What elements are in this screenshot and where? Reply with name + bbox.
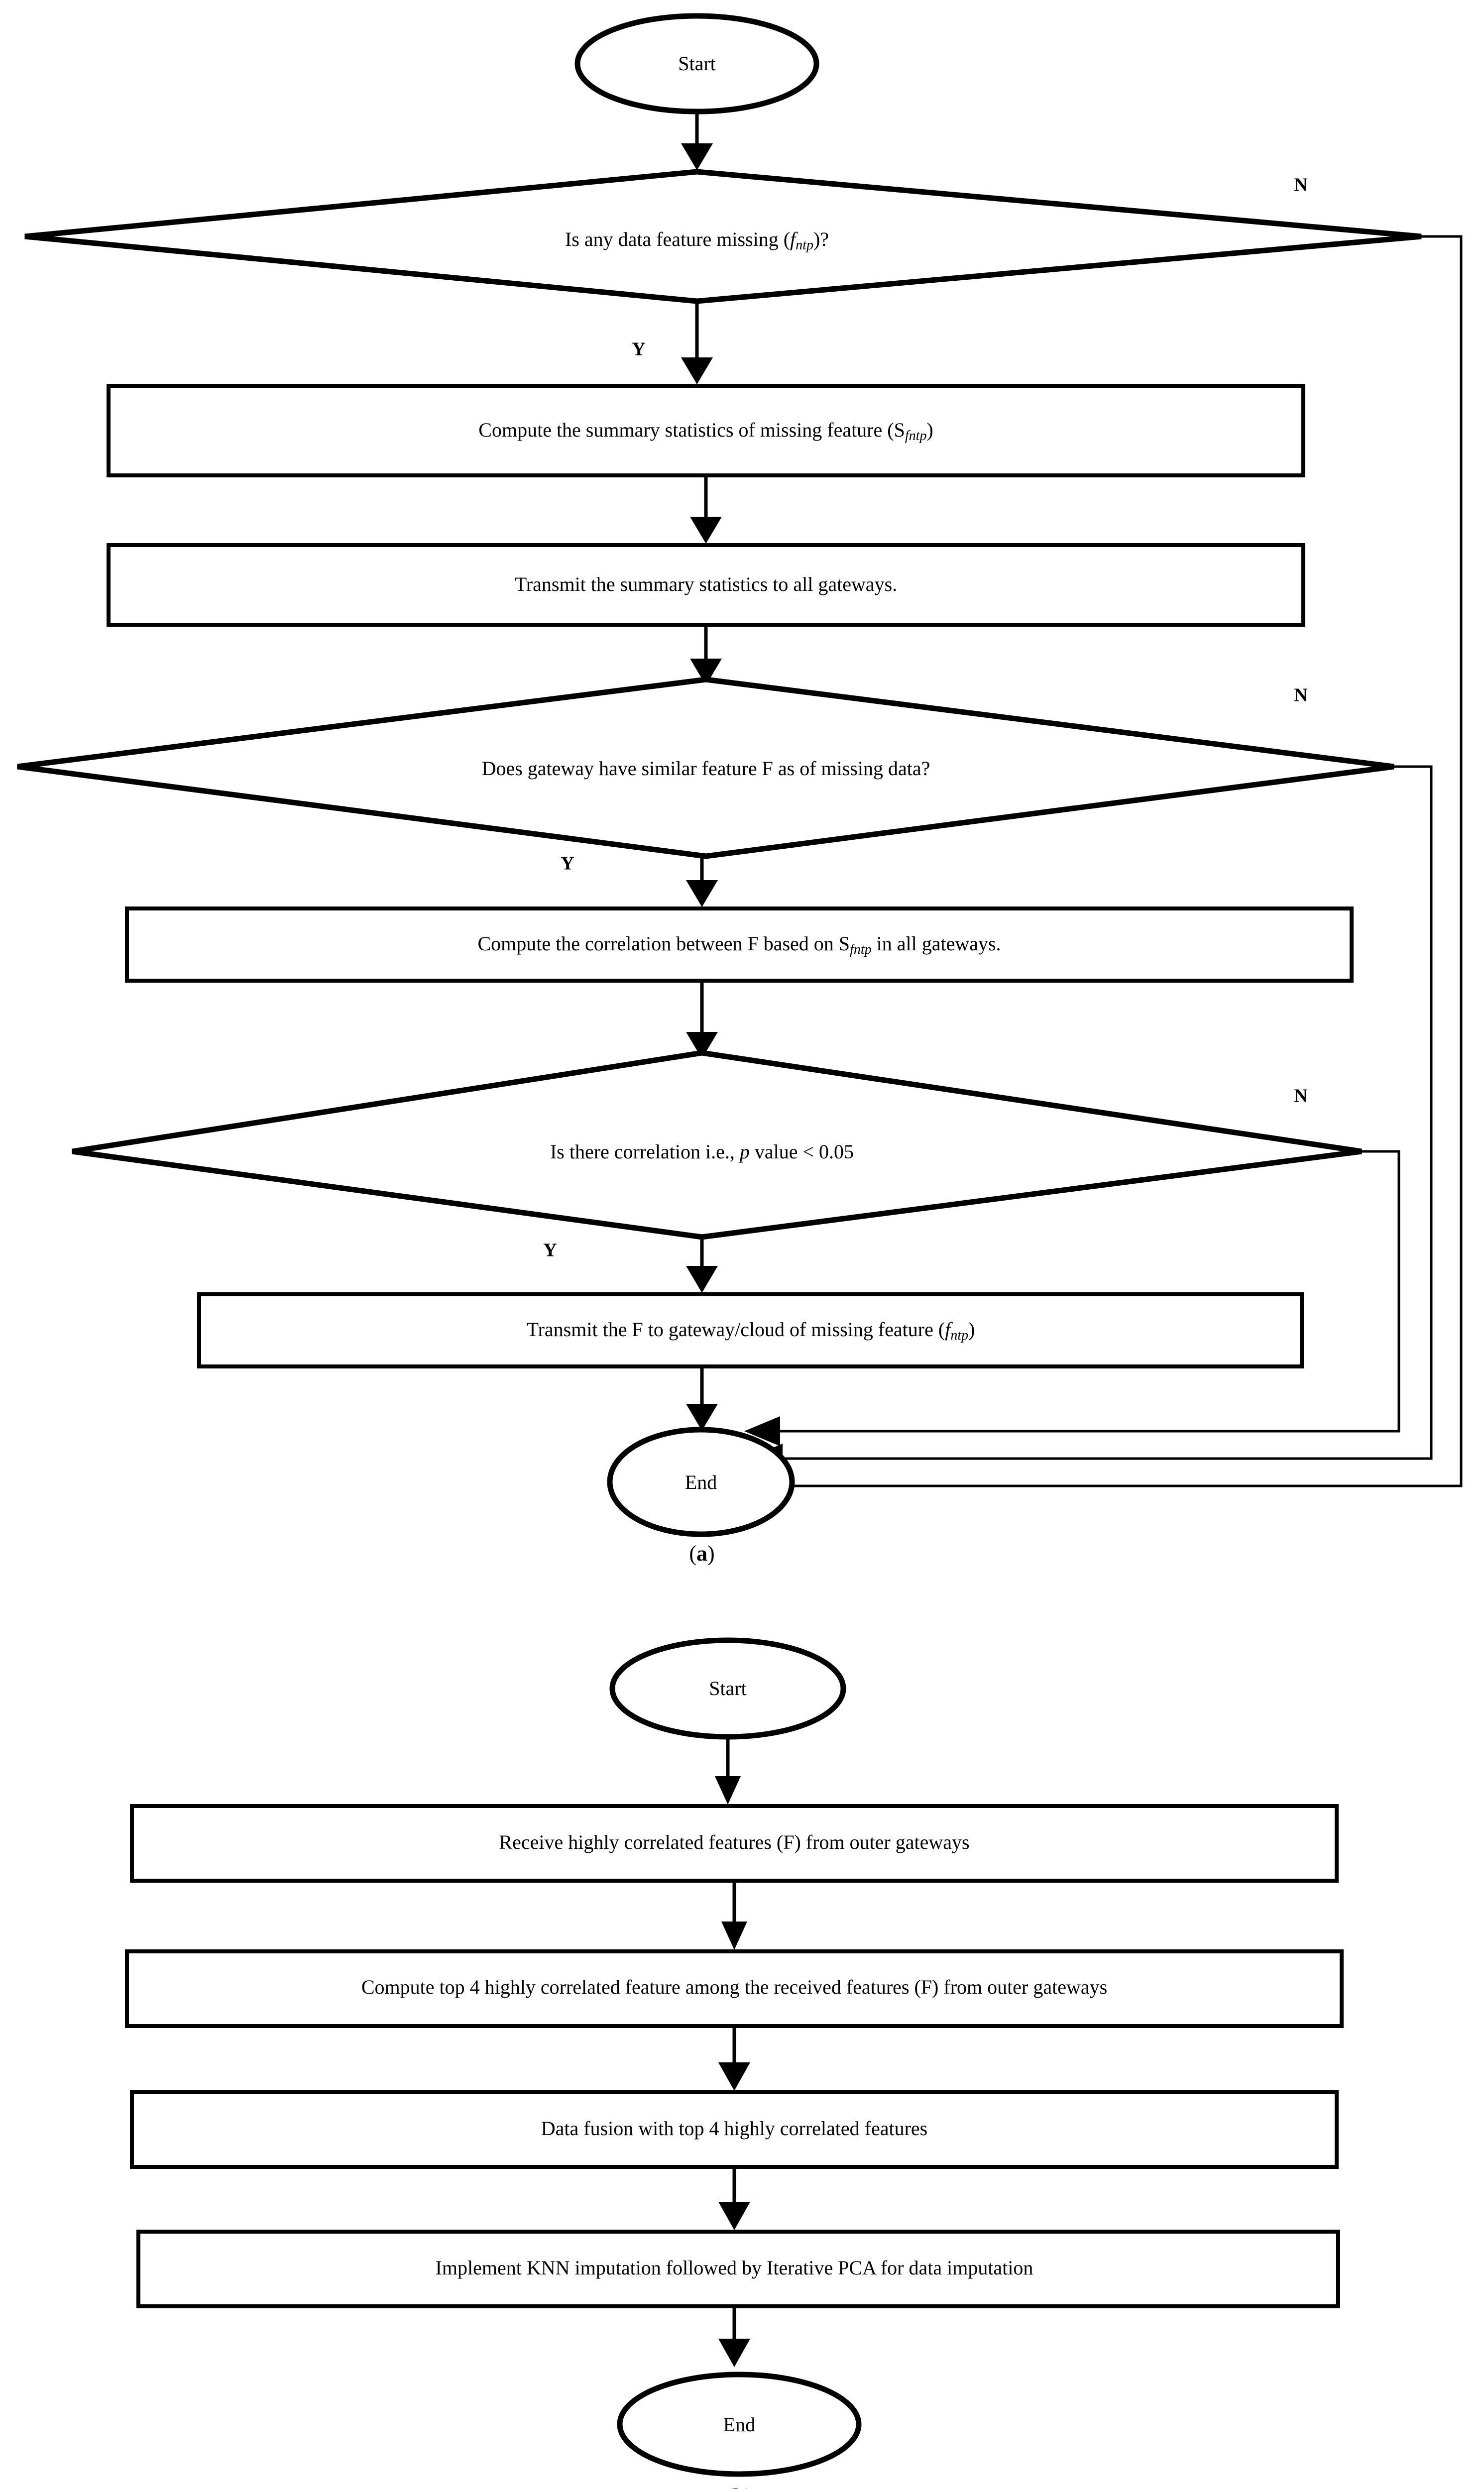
process-box-a4-label: Transmit the F to gateway/cloud of missi… bbox=[527, 1318, 975, 1343]
connector-decision1-no bbox=[782, 235, 1463, 1487]
panel-a-prefix: ( bbox=[689, 1541, 696, 1566]
arrowhead-end-b bbox=[718, 2339, 750, 2367]
arrowhead-end-a bbox=[686, 1404, 718, 1431]
branch-label-decision1-no: N bbox=[1294, 175, 1307, 196]
start-oval-b-label: Start bbox=[709, 1677, 747, 1699]
arrowhead-b1 bbox=[715, 1776, 741, 1805]
branch-label-decision3-no: N bbox=[1294, 1086, 1307, 1107]
arrowhead-decision2-yes bbox=[686, 880, 718, 907]
process-a3-text-after: in all gateways. bbox=[872, 932, 1001, 955]
process-a1-text-before: Compute the summary statistics of missin… bbox=[478, 419, 905, 441]
arrowhead-decision3-yes bbox=[686, 1266, 718, 1293]
process-a1-subscript: fntp bbox=[905, 428, 927, 444]
process-a4-text-before: Transmit the F to gateway/cloud of missi… bbox=[527, 1318, 945, 1341]
process-box-a2-label: Transmit the summary statistics to all g… bbox=[515, 573, 897, 595]
arrowhead-a2 bbox=[690, 517, 722, 544]
process-box-b1-label: Receive highly correlated features (F) f… bbox=[499, 1831, 969, 1853]
branch-label-decision2-yes: Y bbox=[561, 853, 574, 874]
process-box-a3-label: Compute the correlation between F based … bbox=[477, 932, 1001, 957]
arrowhead-decision2 bbox=[690, 659, 722, 685]
process-a1-text-after: ) bbox=[926, 419, 933, 441]
decision3-text-before: Is there correlation i.e., bbox=[550, 1140, 740, 1163]
panel-label-a: (a) bbox=[689, 1541, 714, 1566]
end-oval-b-label: End bbox=[723, 2413, 755, 2436]
process-box-b3 bbox=[130, 2090, 1339, 2169]
decision-diamond-1-label: Is any data feature missing (fntp)? bbox=[565, 228, 829, 253]
process-box-b4-label: Implement KNN imputation followed by Ite… bbox=[436, 2257, 1033, 2279]
decision-diamond-2 bbox=[17, 677, 1394, 859]
branch-label-decision1-yes: Y bbox=[632, 339, 645, 360]
start-oval-a-label: Start bbox=[678, 52, 716, 75]
panel-a-letter: a bbox=[696, 1541, 707, 1566]
arrowhead-b4 bbox=[718, 2202, 750, 2230]
panel-a-suffix: ) bbox=[707, 1541, 715, 1566]
process-box-a4 bbox=[197, 1292, 1304, 1368]
panel-b-letter: b bbox=[733, 2485, 745, 2489]
decision-diamond-3-label: Is there correlation i.e., p value < 0.0… bbox=[550, 1140, 854, 1163]
decision3-italic: p bbox=[738, 1140, 750, 1163]
decision3-text-after: value < 0.05 bbox=[750, 1140, 854, 1163]
process-box-a1-label: Compute the summary statistics of missin… bbox=[478, 419, 933, 444]
process-box-a1 bbox=[107, 384, 1305, 477]
arrowhead-b2 bbox=[721, 1922, 747, 1950]
process-box-b2 bbox=[125, 1949, 1344, 2028]
end-oval-b bbox=[617, 2372, 862, 2477]
connector-decision2-no bbox=[782, 765, 1433, 1460]
panel-label-b: (b) bbox=[726, 2485, 753, 2489]
end-oval-a-label: End bbox=[685, 1471, 717, 1493]
process-a4-subscript: ntp bbox=[950, 1328, 968, 1343]
decision-diamond-2-label: Does gateway have similar feature F as o… bbox=[482, 757, 930, 780]
branch-label-decision3-yes: Y bbox=[543, 1240, 557, 1261]
decision1-text-before: Is any data feature missing ( bbox=[565, 228, 790, 250]
process-box-a3 bbox=[125, 906, 1354, 983]
process-box-b1 bbox=[130, 1804, 1339, 1883]
process-a4-text-after: ) bbox=[968, 1318, 975, 1341]
branch-label-decision2-no: N bbox=[1294, 685, 1307, 706]
panel-b-suffix: ) bbox=[745, 2485, 753, 2489]
arrowhead-decision1-yes bbox=[681, 357, 713, 384]
connector-decision3-no bbox=[779, 1150, 1400, 1433]
decision1-text-after: )? bbox=[813, 228, 829, 250]
process-box-b3-label: Data fusion with top 4 highly correlated… bbox=[541, 2117, 927, 2140]
arrowhead-decision3-no bbox=[744, 1416, 780, 1446]
arrowhead-decision1 bbox=[681, 143, 713, 170]
arrowhead-decision3 bbox=[686, 1032, 718, 1059]
process-a3-subscript: fntp bbox=[850, 942, 872, 957]
process-a3-text-before: Compute the correlation between F based … bbox=[477, 932, 850, 955]
process-box-b2-label: Compute top 4 highly correlated feature … bbox=[361, 1976, 1107, 1998]
arrowhead-b3 bbox=[718, 2062, 750, 2091]
end-oval-a bbox=[607, 1427, 795, 1537]
process-box-b4 bbox=[136, 2230, 1340, 2308]
panel-b-prefix: ( bbox=[726, 2485, 733, 2489]
decision1-subscript: ntp bbox=[796, 237, 813, 253]
